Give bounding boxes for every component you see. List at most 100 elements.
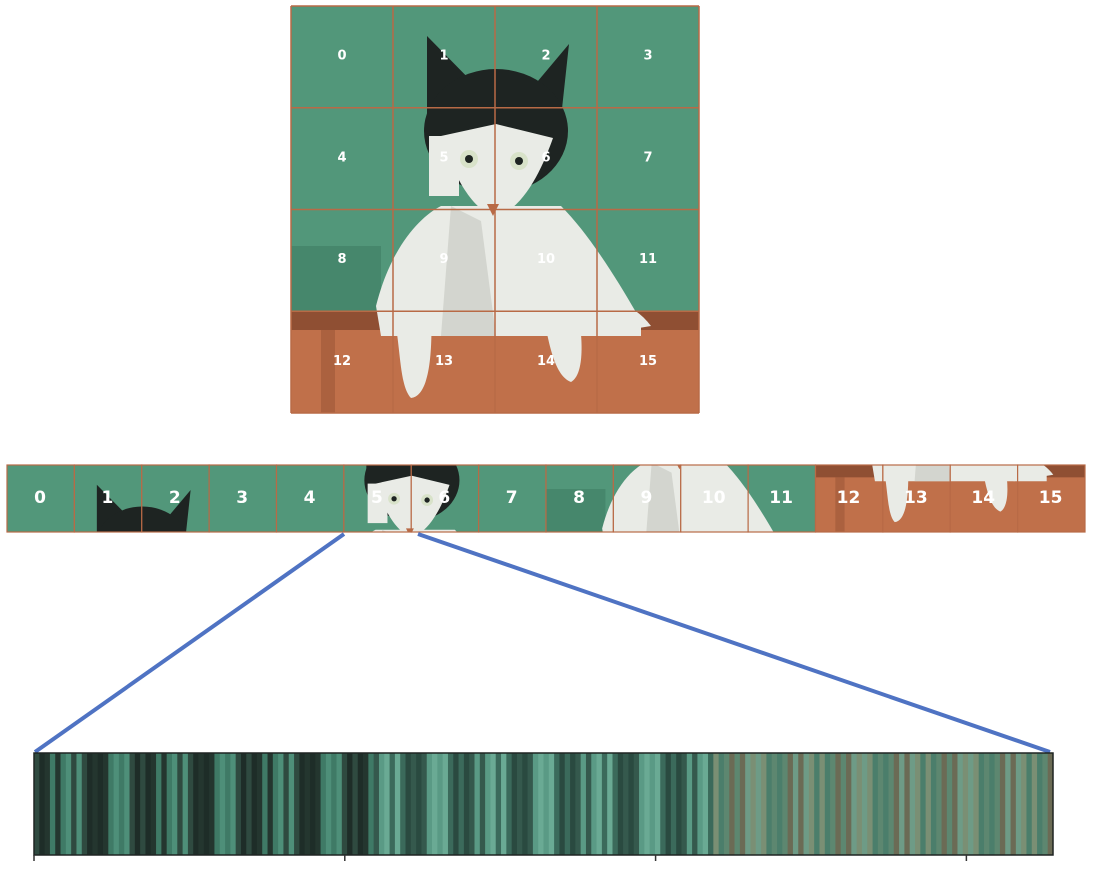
vector-stripe <box>522 753 528 855</box>
vector-stripe <box>278 753 284 855</box>
vector-stripe <box>771 753 778 855</box>
vector-stripe <box>1047 753 1054 855</box>
vector-stripe <box>978 753 985 855</box>
vector-stripe <box>400 753 406 855</box>
vector-stripe <box>315 753 321 855</box>
vector-stripe <box>283 753 290 855</box>
vector-stripe <box>543 753 550 855</box>
strip-label-7: 7 <box>506 488 518 508</box>
vector-stripe <box>485 753 491 855</box>
vector-stripe <box>856 753 863 855</box>
vector-stripe <box>633 753 640 855</box>
vector-stripe <box>71 753 77 855</box>
vector-stripe <box>792 753 799 855</box>
vector-stripe <box>909 753 916 855</box>
strip-label-15: 15 <box>1039 488 1063 508</box>
vector-stripe <box>702 753 709 855</box>
vector-stripe <box>968 753 974 855</box>
vector-stripe <box>501 753 507 855</box>
vector-stripe <box>182 753 189 855</box>
patch-label-4: 4 <box>337 150 346 165</box>
vector-stripe <box>808 753 815 855</box>
vector-stripe <box>161 753 168 855</box>
vector-stripe <box>357 753 364 855</box>
vector-stripe <box>65 753 72 855</box>
vector-stripe <box>368 753 375 855</box>
strip-patch-15 <box>1017 464 1086 533</box>
vector-stripe <box>230 753 237 855</box>
vector-stripe <box>527 753 534 855</box>
vector-stripe <box>304 753 311 855</box>
vector-stripe <box>1042 753 1049 855</box>
vector-stripe <box>447 753 454 855</box>
vector-stripe <box>814 753 820 855</box>
vector-stripe <box>915 753 921 855</box>
patch-label-2: 2 <box>541 49 550 64</box>
vector-stripe <box>469 753 475 855</box>
vector-stripe <box>118 753 125 855</box>
vector-stripe <box>309 753 316 855</box>
vector-stripe <box>39 753 46 855</box>
vector-stripe <box>654 753 661 855</box>
vector-stripe <box>156 753 162 855</box>
vector-stripe <box>214 753 221 855</box>
vector-stripe <box>585 753 592 855</box>
vector-stripe <box>623 753 629 855</box>
vector-stripe <box>639 753 645 855</box>
vector-stripe <box>830 753 836 855</box>
vector-stripe <box>962 753 969 855</box>
vector-stripe <box>352 753 359 855</box>
vector-stripe <box>782 753 789 855</box>
patch-label-3: 3 <box>643 49 652 64</box>
patch-label-8: 8 <box>337 252 346 267</box>
embedding-vector <box>33 752 1054 861</box>
vector-stripe <box>384 753 390 855</box>
strip-label-10: 10 <box>702 488 726 508</box>
vector-stripe <box>601 753 608 855</box>
vector-stripe <box>670 753 677 855</box>
vector-stripe <box>256 753 263 855</box>
strip-label-4: 4 <box>304 488 316 508</box>
vector-stripe <box>347 753 353 855</box>
zoom-line-right <box>417 532 1051 754</box>
vector-stripe <box>984 753 990 855</box>
vector-stripe <box>336 753 343 855</box>
vector-stripe <box>113 753 120 855</box>
patch-label-9: 9 <box>439 252 448 267</box>
vector-stripe <box>665 753 672 855</box>
vector-stripe <box>516 753 523 855</box>
vector-stripe <box>246 753 252 855</box>
vector-stripe <box>851 753 858 855</box>
vector-stripe <box>60 753 67 855</box>
vector-stripe <box>1015 753 1022 855</box>
vector-stripe <box>697 753 704 855</box>
vector-stripe <box>134 753 141 855</box>
vector-stripe <box>824 753 831 855</box>
vector-stripe <box>331 753 337 855</box>
vector-stripe <box>803 753 810 855</box>
zoom-line-left <box>33 532 346 754</box>
vector-stripe <box>989 753 996 855</box>
vector-stripe <box>150 753 157 855</box>
vector-stripe <box>766 753 773 855</box>
strip-label-1: 1 <box>101 488 113 508</box>
vector-stripe <box>166 753 173 855</box>
vector-stripe <box>389 753 396 855</box>
vector-stripe <box>405 753 412 855</box>
vector-stripe <box>203 753 210 855</box>
vector-stripe <box>373 753 380 855</box>
patch-label-15: 15 <box>639 354 657 369</box>
vector-stripe <box>506 753 513 855</box>
strip-label-2: 2 <box>169 488 181 508</box>
vector-stripe <box>570 753 576 855</box>
vector-stripe <box>394 753 401 855</box>
vector-stripe <box>49 753 56 855</box>
vector-stripe <box>320 753 327 855</box>
vector-stripe <box>846 753 852 855</box>
vector-stripe <box>777 753 783 855</box>
vector-stripe <box>708 753 714 855</box>
vector-stripe <box>973 753 980 855</box>
vector-stripe <box>442 753 449 855</box>
vector-stripe <box>723 753 730 855</box>
